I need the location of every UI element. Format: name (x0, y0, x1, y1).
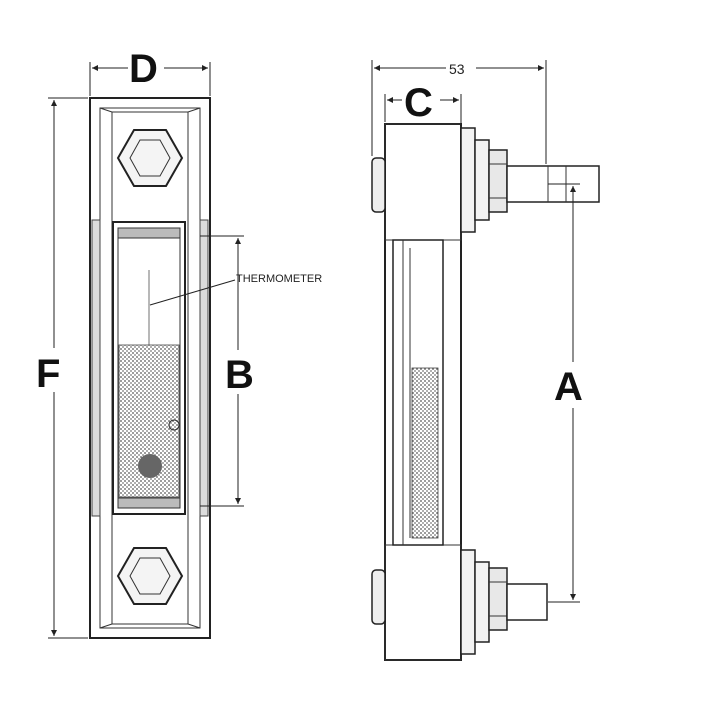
small-indicator-icon (168, 419, 180, 431)
label-f: F (36, 352, 60, 396)
dimension-53: 53 (371, 58, 547, 164)
dimension-f: F (34, 97, 88, 639)
label-a: A (554, 365, 583, 409)
front-outer-frame (89, 97, 211, 639)
side-top-bolt-head (371, 157, 386, 213)
side-view (371, 123, 600, 661)
label-b: B (225, 353, 254, 397)
side-top-fitting (460, 127, 600, 233)
label-d: D (129, 47, 158, 91)
dimension-d: D (89, 47, 211, 96)
bottom-hex-bolt-icon (116, 547, 184, 605)
thermometer-bulb-icon (138, 454, 162, 478)
label-53: 53 (449, 61, 465, 77)
dimension-c: C (384, 80, 462, 126)
front-view: THERMOMETER (89, 97, 322, 639)
side-bottom-fitting (460, 549, 548, 655)
dimension-b: B (200, 235, 266, 507)
side-bottom-bolt-head (371, 569, 386, 625)
thermometer-label: THERMOMETER (236, 273, 322, 285)
label-c: C (404, 81, 433, 125)
dimension-a: A (548, 183, 594, 603)
top-hex-bolt-icon (116, 129, 184, 187)
thermometer-leader-line (149, 279, 236, 306)
